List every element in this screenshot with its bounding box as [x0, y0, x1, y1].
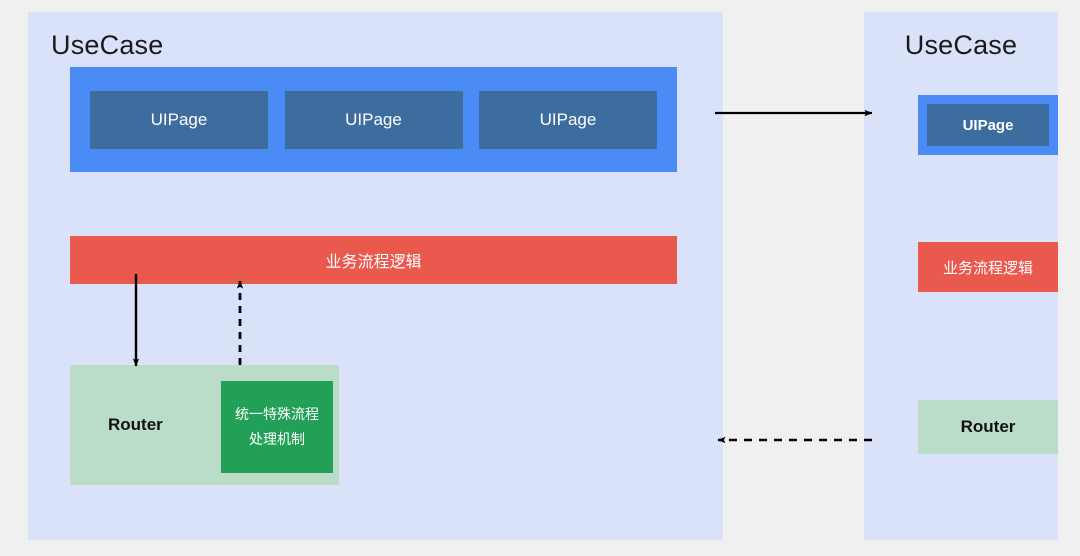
- left-router-label: Router: [108, 415, 163, 434]
- right-uipage-box-1[interactable]: UIPage: [927, 104, 1049, 146]
- right-router-label: Router: [960, 417, 1016, 436]
- left-usecase-panel: UseCase UIPage UIPage UIPage 业务流程逻辑 Rout…: [28, 12, 723, 540]
- right-business-logic-bar[interactable]: 业务流程逻辑: [918, 242, 1058, 292]
- left-uipage-box-1[interactable]: UIPage: [90, 90, 268, 149]
- special-flow-line-1: 统一特殊流程: [235, 406, 319, 422]
- right-panel-title: UseCase: [904, 30, 1018, 60]
- right-usecase-panel: UseCase UIPage 业务流程逻辑 Router: [864, 12, 1058, 540]
- right-uipage-group: UIPage: [918, 95, 1058, 155]
- special-flow-line-2: 处理机制: [249, 431, 305, 447]
- left-business-logic-bar[interactable]: 业务流程逻辑: [70, 236, 677, 284]
- left-uipage-box-3[interactable]: UIPage: [479, 90, 657, 149]
- left-uipage-group: UIPage UIPage UIPage: [70, 67, 677, 172]
- left-uipage-box-2[interactable]: UIPage: [284, 90, 463, 149]
- left-router-box[interactable]: Router 统一特殊流程 处理机制: [70, 365, 339, 485]
- left-panel-title: UseCase: [51, 30, 164, 60]
- special-flow-box[interactable]: 统一特殊流程 处理机制: [221, 381, 333, 473]
- right-router-box[interactable]: Router: [918, 400, 1058, 454]
